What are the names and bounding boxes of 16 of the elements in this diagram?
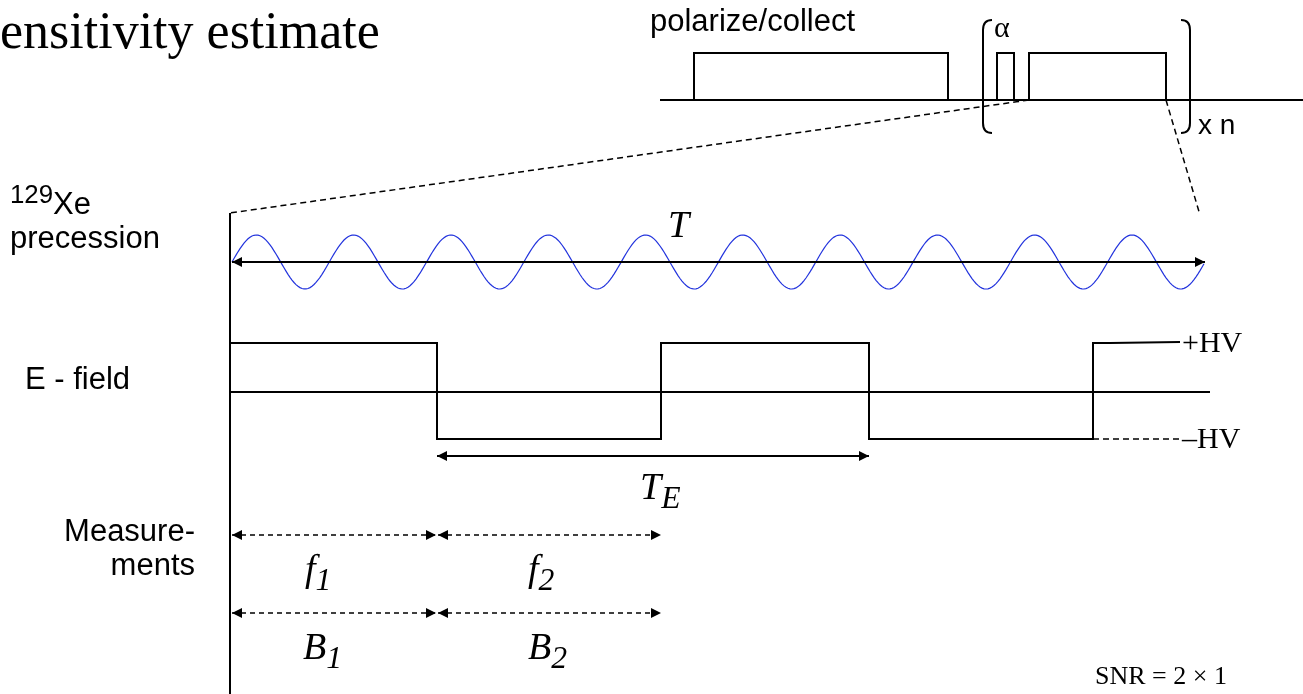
formula-text: SNR = 2 × 1 [1095, 662, 1227, 691]
dimension-label: T$_{E}$ [640, 466, 681, 516]
measurement-label: B$_{1}$ [303, 626, 343, 676]
level-label: +HV [1182, 325, 1243, 358]
dimension-label: T [668, 204, 690, 246]
measurement-label: f$_{2}$ [528, 548, 555, 598]
measurement-label: B$_{2}$ [528, 626, 568, 676]
level-label: –HV [1182, 421, 1241, 454]
axis-label: Measure- ments [63, 514, 195, 583]
heading: ensitivity estimate [0, 2, 380, 60]
axis-label: E - field [25, 362, 131, 397]
axis-label: $^{129}$Xe precession [10, 180, 161, 256]
pulse-label: α [994, 10, 1010, 43]
measurement-label: f$_{1}$ [305, 548, 332, 598]
repeat-label: x n [1198, 110, 1236, 141]
sequence-label: polarize/collect [650, 4, 856, 39]
